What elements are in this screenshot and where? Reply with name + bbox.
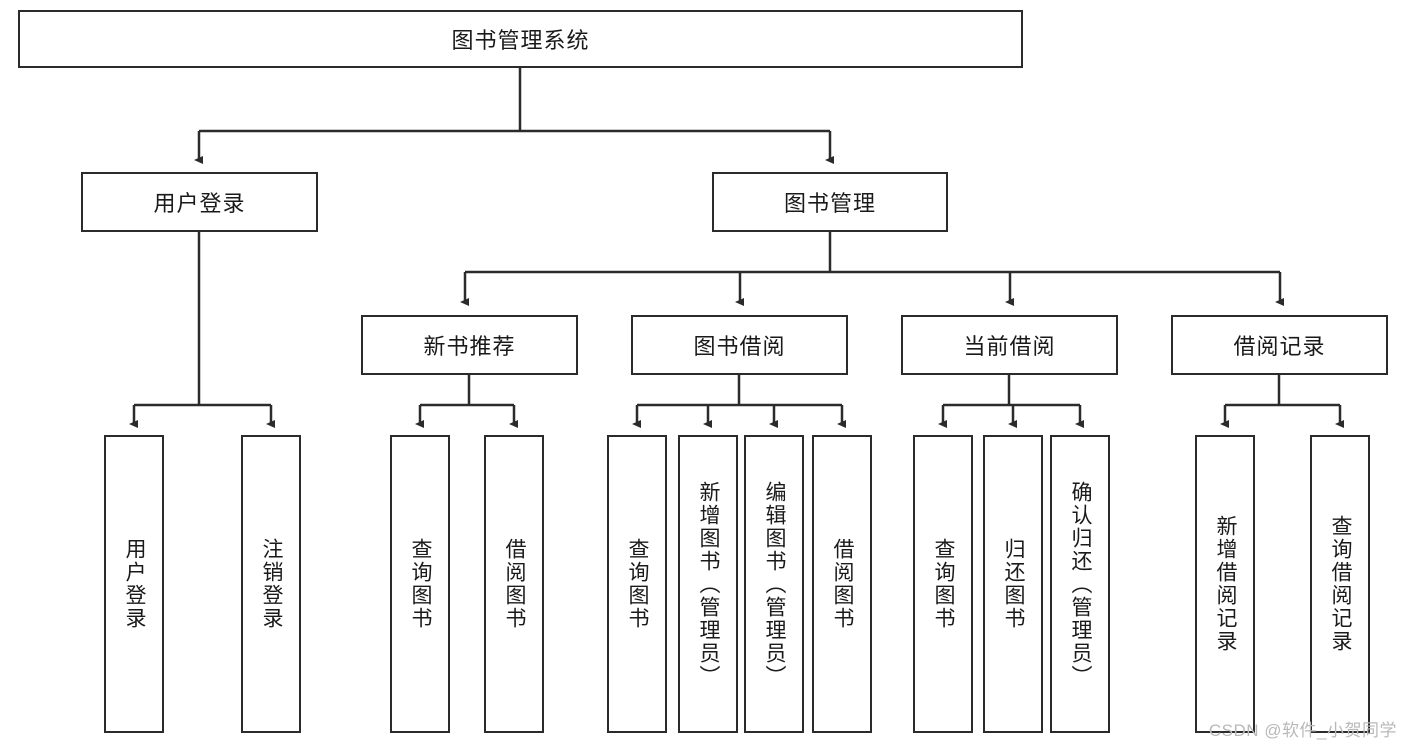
- leaf-book-borrow-query[interactable]: 查询图书: [607, 435, 667, 733]
- leaf-current-borrow-confirm-return[interactable]: 确认归还（管理员）: [1050, 435, 1110, 733]
- node-label: 归还图书: [1002, 538, 1026, 630]
- leaf-borrow-records-query[interactable]: 查询借阅记录: [1310, 435, 1370, 733]
- node-book-management[interactable]: 图书管理: [712, 172, 948, 232]
- node-label: 新书推荐: [423, 334, 516, 359]
- node-label: 查询借阅记录: [1329, 515, 1353, 653]
- node-label: 查询图书: [409, 538, 433, 630]
- leaf-book-borrow-edit[interactable]: 编辑图书（管理员）: [744, 435, 804, 733]
- leaf-new-book-query[interactable]: 查询图书: [390, 435, 450, 733]
- node-label: 图书借阅: [693, 334, 786, 359]
- node-borrow-records[interactable]: 借阅记录: [1171, 315, 1388, 375]
- node-label: 借阅图书: [503, 538, 527, 630]
- node-current-borrow[interactable]: 当前借阅: [901, 315, 1118, 375]
- node-label: 当前借阅: [963, 334, 1056, 359]
- leaf-user-login-login[interactable]: 用户登录: [104, 435, 164, 733]
- leaf-book-borrow-add[interactable]: 新增图书（管理员）: [678, 435, 738, 733]
- leaf-current-borrow-query[interactable]: 查询图书: [913, 435, 973, 733]
- leaf-current-borrow-return[interactable]: 归还图书: [983, 435, 1043, 733]
- node-label: 查询图书: [626, 538, 650, 630]
- node-label: 确认归还（管理员）: [1069, 480, 1093, 688]
- node-user-login[interactable]: 用户登录: [81, 172, 318, 232]
- node-label: 借阅记录: [1233, 334, 1326, 359]
- node-label: 新增图书（管理员）: [697, 480, 721, 688]
- leaf-borrow-records-add[interactable]: 新增借阅记录: [1195, 435, 1255, 733]
- leaf-user-login-logout[interactable]: 注销登录: [241, 435, 301, 733]
- node-label: 借阅图书: [831, 538, 855, 630]
- node-book-borrow[interactable]: 图书借阅: [631, 315, 848, 375]
- node-label: 查询图书: [932, 538, 956, 630]
- watermark: CSDN @软件_小贺同学: [1208, 721, 1397, 740]
- node-label: 用户登录: [123, 538, 147, 630]
- node-label: 注销登录: [260, 538, 284, 630]
- leaf-new-book-borrow[interactable]: 借阅图书: [484, 435, 544, 733]
- node-label: 用户登录: [153, 191, 246, 216]
- node-new-book-recommend[interactable]: 新书推荐: [361, 315, 578, 375]
- node-root-book-management-system[interactable]: 图书管理系统: [18, 10, 1023, 68]
- node-label: 图书管理系统: [451, 28, 590, 53]
- node-label: 编辑图书（管理员）: [763, 480, 787, 688]
- node-label: 新增借阅记录: [1214, 515, 1238, 653]
- leaf-book-borrow-borrow[interactable]: 借阅图书: [812, 435, 872, 733]
- node-label: 图书管理: [783, 191, 876, 216]
